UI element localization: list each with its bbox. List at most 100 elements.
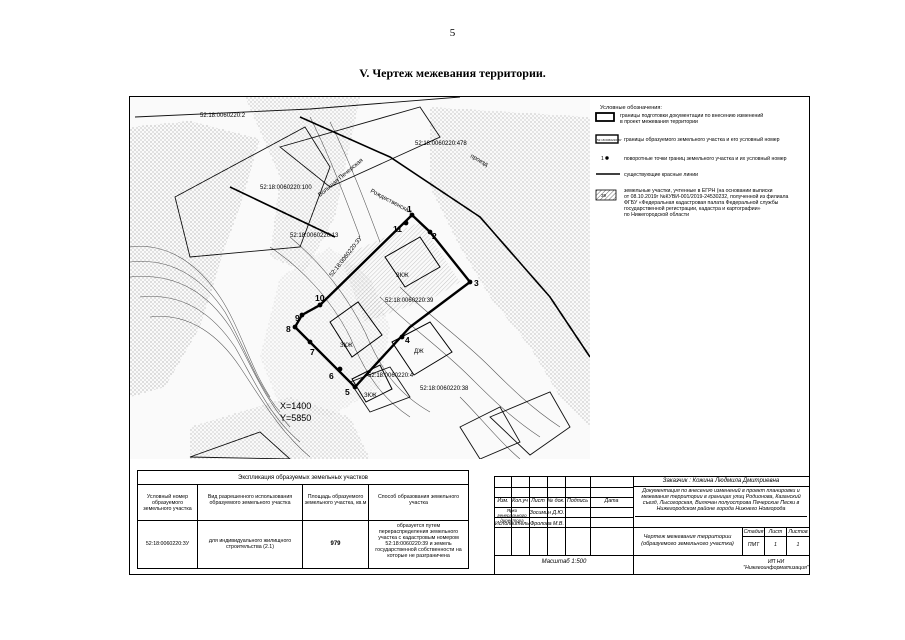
explication-row-method: образуется путем перераспределения земел… xyxy=(375,523,462,559)
stamp-sheets-header: Листов xyxy=(787,527,809,537)
legend: Условные обозначения: границы подготовки… xyxy=(595,105,789,218)
dotted-zone-east xyxy=(430,107,590,427)
parcel-label-478: 52:18:0060220:478 xyxy=(415,141,467,147)
point-10 xyxy=(317,302,323,308)
legend-item-5c: ФГБУ «Федеральная кадастровая палата Фед… xyxy=(624,199,779,206)
point-label-4: 4 xyxy=(405,335,410,345)
stamp-role-2: Исполнитель xyxy=(495,521,529,527)
explication-row-number: 52:18:0060220:ЗУ xyxy=(138,521,198,568)
point-7 xyxy=(307,339,313,345)
point-4 xyxy=(399,334,405,340)
point-label-11: 11 xyxy=(393,224,402,234)
point-label-9: 9 xyxy=(295,313,300,323)
point-label-10: 10 xyxy=(315,293,325,303)
point-9 xyxy=(299,312,305,318)
legend-item-1b: в проект межевания территории xyxy=(620,119,698,125)
legend-symbol-prep-boundary xyxy=(595,112,615,122)
building-label-4: ДЖ xyxy=(414,349,424,355)
drawing-frame xyxy=(129,96,810,575)
coord-x: X=1400 xyxy=(280,401,311,411)
point-label-1: 1 xyxy=(407,204,412,214)
top-parcel-label: 52:18:0060220:2 xyxy=(200,113,246,119)
building-dzh xyxy=(391,321,453,376)
boundary-points xyxy=(292,212,473,390)
dotted-zone-north xyxy=(245,97,360,272)
point-label-7: 7 xyxy=(310,347,315,357)
building-zkzh-2 xyxy=(351,364,393,403)
formed-plot-boundary xyxy=(293,213,472,389)
point-2 xyxy=(427,229,433,235)
building-label-2: ЗКЖ xyxy=(364,393,377,399)
point-6 xyxy=(337,366,343,372)
legend-heading: Условные обозначения: xyxy=(600,105,662,111)
legend-item-5a: земельные участки, учтенные в ЕГРН (на о… xyxy=(624,188,773,194)
stamp-sheet-header: Лист xyxy=(765,527,787,537)
legend-symbol-zu xyxy=(595,134,619,144)
parcel-label-38: 52:18:0060220:38 xyxy=(420,386,469,392)
legend-symbol-zu-label: 52:18:0060220:ЗУ xyxy=(597,138,622,142)
contour-lines xyxy=(130,116,561,459)
sheet-title: V. Чертеж межевания территории. xyxy=(359,66,546,80)
map-area: 1 2 3 4 5 6 7 8 9 10 11 52:18:0060220:2 … xyxy=(130,97,590,467)
building-zkzh-3 xyxy=(384,236,441,288)
point-3 xyxy=(467,279,473,285)
point-1 xyxy=(409,212,415,218)
point-label-5: 5 xyxy=(345,387,350,397)
point-label-2: 2 xyxy=(432,231,437,241)
parcel-label-65: 52:18:0060220:65 xyxy=(450,461,499,467)
explication-header-method: Способ образования земельного участка xyxy=(369,485,468,521)
parcel-label-100: 52:18:0060220:100 xyxy=(260,185,312,191)
explication-title: Экспликация образуемых земельных участко… xyxy=(138,471,468,485)
parcel-label-13: 52:18:0060220:13 xyxy=(290,233,339,239)
explication-header-area: Площадь образуемого земельного участка, … xyxy=(303,485,369,521)
point-5 xyxy=(352,384,358,390)
stamp-name-1: Зосимин Д.Ю. xyxy=(529,510,565,516)
title-block: Изм. Кол.уч Лист № док. Подпись Дата Ярк… xyxy=(494,476,810,575)
stamp-document: Документация по внесению изменений в про… xyxy=(635,488,807,517)
point-8 xyxy=(292,324,298,330)
legend-point-symbol xyxy=(605,156,609,160)
legend-item-3: поворотные точки границ земельного участ… xyxy=(624,155,787,162)
point-11 xyxy=(403,220,409,226)
legend-item-4: существующие красные линии xyxy=(624,172,698,178)
building-zkzh-1 xyxy=(329,301,383,358)
stamp-role-1: Ярко генерального директора xyxy=(497,508,527,523)
survey-drawing: 1 2 3 4 5 6 7 8 9 10 11 52:18:0060220:2 … xyxy=(130,97,789,467)
stamp-name-2: Фролова М.В. xyxy=(530,521,564,527)
explication-header-use: Вид разрешенного использования образуемо… xyxy=(198,485,303,521)
stamp-col-doc: № док. xyxy=(547,498,565,504)
parcel-outlines xyxy=(134,97,571,459)
legend-point-label: 1 xyxy=(601,156,604,162)
stamp-customer: Заказчик : Кожина Людмила Дмитриевна xyxy=(633,477,809,487)
parcel-label-4: 52:18:0060220:4 xyxy=(368,373,414,379)
stamp-drawing-name: Чертеж межевания территории (образуемого… xyxy=(633,527,743,555)
red-line xyxy=(299,116,590,358)
stamp-col-list: Лист xyxy=(531,498,545,504)
legend-item-1a: границы подготовки документации по внесе… xyxy=(620,112,763,119)
building-label-3: ЗКЖ xyxy=(396,273,409,279)
explication-header-number: Условный номер образуемого земельного уч… xyxy=(138,485,198,521)
stamp-stage: ПМТ xyxy=(743,537,765,555)
stamp-col-sign: Подпись xyxy=(566,498,588,504)
stamp-org: ИП НИ "Нижгеоинформатизация" xyxy=(743,555,809,574)
point-label-8: 8 xyxy=(286,324,291,334)
building-label-1: ЗКЖ xyxy=(340,343,353,349)
coord-y: Y=5850 xyxy=(280,413,311,423)
legend-hatch-label: 39 xyxy=(601,193,607,198)
explication-row-area: 979 xyxy=(303,521,369,568)
stamp-sheet: 1 xyxy=(765,537,787,555)
parcel-39-hatch xyxy=(340,222,460,322)
legend-item-5e: по Нижегородской области xyxy=(624,211,689,218)
stamp-col-kol: Кол.уч xyxy=(512,498,528,504)
buildings xyxy=(329,236,453,403)
legend-item-5d: государственной регистрации, кадастра и … xyxy=(624,205,761,212)
point-label-6: 6 xyxy=(329,371,334,381)
stamp-sheets: 1 xyxy=(796,542,800,548)
page-number: 5 xyxy=(449,27,456,39)
parcel-label-39: 52:18:0060220:39 xyxy=(385,298,434,304)
red-line-2 xyxy=(229,186,336,238)
stamp-col-izm: Изм. xyxy=(497,498,509,504)
dotted-zone-west xyxy=(130,121,260,397)
explication-table: Экспликация образуемых земельных участко… xyxy=(137,470,469,569)
stamp-left-grid: Изм. Кол.уч Лист № док. Подпись Дата Ярк… xyxy=(495,477,634,574)
